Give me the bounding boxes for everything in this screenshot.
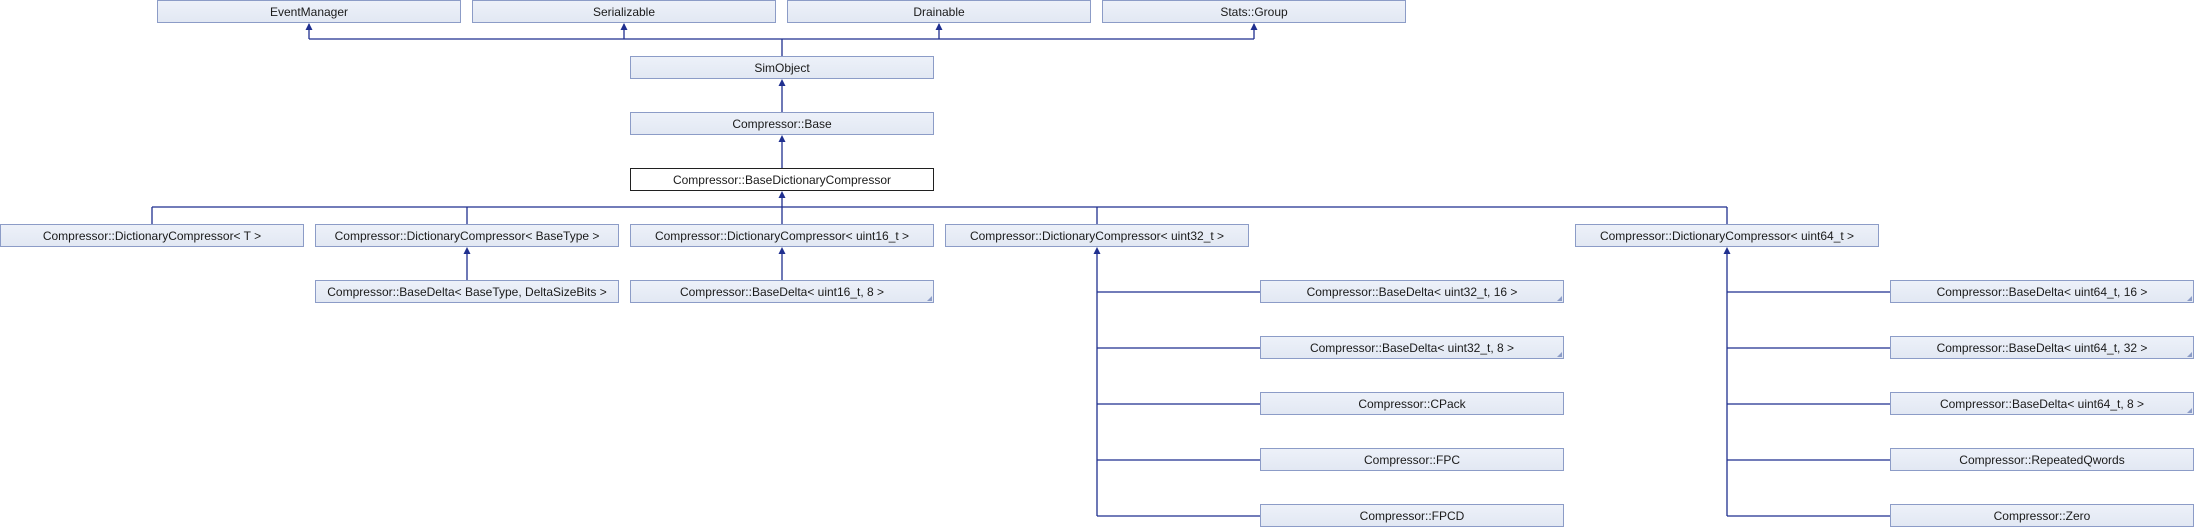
node-label: Compressor::BaseDelta< uint64_t, 16 > xyxy=(1936,284,2148,299)
arrowhead-icon xyxy=(935,23,943,30)
node-label: Compressor::BaseDelta< uint64_t, 32 > xyxy=(1936,340,2148,355)
more-indicator-icon xyxy=(1557,352,1562,357)
node-zero[interactable]: Compressor::Zero xyxy=(1890,504,2194,527)
node-basedelta-uint64-16[interactable]: Compressor::BaseDelta< uint64_t, 16 > xyxy=(1890,280,2194,303)
arrowhead-icon xyxy=(778,247,786,254)
node-basedelta-uint64-32[interactable]: Compressor::BaseDelta< uint64_t, 32 > xyxy=(1890,336,2194,359)
node-dictionary-compressor-uint64[interactable]: Compressor::DictionaryCompressor< uint64… xyxy=(1575,224,1879,247)
node-label: Compressor::BaseDelta< uint32_t, 8 > xyxy=(1309,340,1515,355)
node-repeated-qwords[interactable]: Compressor::RepeatedQwords xyxy=(1890,448,2194,471)
arrowhead-icon xyxy=(463,247,471,254)
node-base-dictionary-compressor: Compressor::BaseDictionaryCompressor xyxy=(630,168,934,191)
node-drainable[interactable]: Drainable xyxy=(787,0,1091,23)
arrowhead-icon xyxy=(1250,23,1258,30)
node-compressor-base[interactable]: Compressor::Base xyxy=(630,112,934,135)
node-serializable[interactable]: Serializable xyxy=(472,0,776,23)
arrowhead-icon xyxy=(778,79,786,86)
node-event-manager[interactable]: EventManager xyxy=(157,0,461,23)
node-dictionary-compressor-basetype[interactable]: Compressor::DictionaryCompressor< BaseTy… xyxy=(315,224,619,247)
arrowhead-icon xyxy=(778,191,786,198)
more-indicator-icon xyxy=(1557,296,1562,301)
node-label: Compressor::BaseDelta< uint32_t, 16 > xyxy=(1306,284,1518,299)
node-basedelta-uint64-8[interactable]: Compressor::BaseDelta< uint64_t, 8 > xyxy=(1890,392,2194,415)
node-cpack[interactable]: Compressor::CPack xyxy=(1260,392,1564,415)
more-indicator-icon xyxy=(927,296,932,301)
more-indicator-icon xyxy=(2187,296,2192,301)
arrowhead-icon xyxy=(620,23,628,30)
node-fpcd[interactable]: Compressor::FPCD xyxy=(1260,504,1564,527)
arrowhead-icon xyxy=(778,135,786,142)
arrowhead-icon xyxy=(1093,247,1101,254)
node-dictionary-compressor-uint32[interactable]: Compressor::DictionaryCompressor< uint32… xyxy=(945,224,1249,247)
more-indicator-icon xyxy=(2187,352,2192,357)
node-basedelta-uint32-16[interactable]: Compressor::BaseDelta< uint32_t, 16 > xyxy=(1260,280,1564,303)
node-sim-object[interactable]: SimObject xyxy=(630,56,934,79)
node-label: Compressor::BaseDelta< uint16_t, 8 > xyxy=(679,284,885,299)
node-dictionary-compressor-uint16[interactable]: Compressor::DictionaryCompressor< uint16… xyxy=(630,224,934,247)
node-basedelta-uint16-8[interactable]: Compressor::BaseDelta< uint16_t, 8 > xyxy=(630,280,934,303)
node-fpc[interactable]: Compressor::FPC xyxy=(1260,448,1564,471)
node-label: Compressor::BaseDelta< uint64_t, 8 > xyxy=(1939,396,2145,411)
node-basedelta-uint32-8[interactable]: Compressor::BaseDelta< uint32_t, 8 > xyxy=(1260,336,1564,359)
node-basedelta-basetype[interactable]: Compressor::BaseDelta< BaseType, DeltaSi… xyxy=(315,280,619,303)
arrowhead-icon xyxy=(305,23,313,30)
node-stats-group[interactable]: Stats::Group xyxy=(1102,0,1406,23)
arrowhead-icon xyxy=(1723,247,1731,254)
more-indicator-icon xyxy=(2187,408,2192,413)
node-dictionary-compressor-t[interactable]: Compressor::DictionaryCompressor< T > xyxy=(0,224,304,247)
